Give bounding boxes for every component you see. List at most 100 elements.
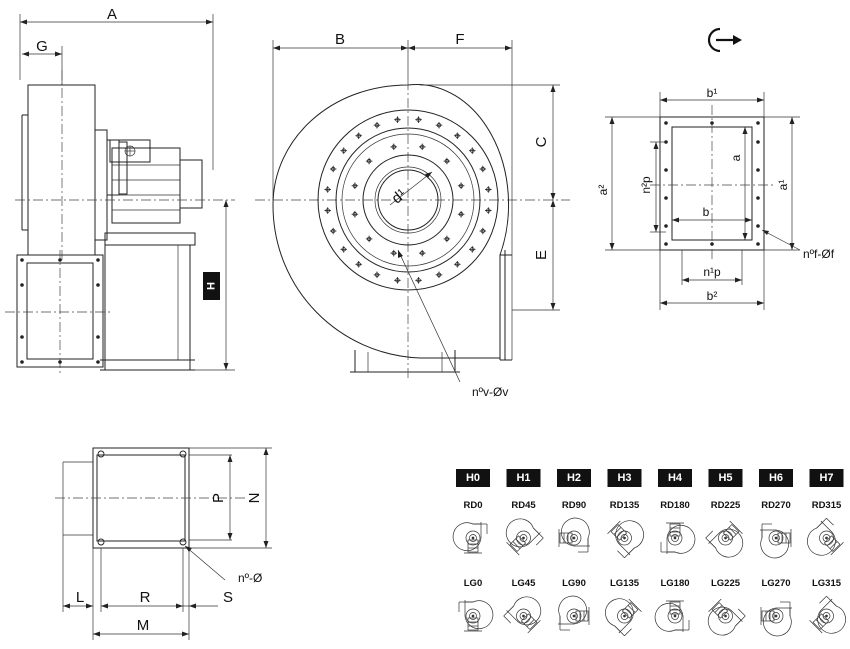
dim-b-inner-label: b <box>703 205 710 219</box>
outlet-hole <box>664 168 668 172</box>
motor-body <box>669 601 681 615</box>
outlet-edge <box>826 517 834 526</box>
motor-body <box>711 602 729 619</box>
hub <box>673 614 677 618</box>
motor-body <box>812 613 830 630</box>
motor-body <box>823 535 841 552</box>
dim-e-label: E <box>533 250 550 260</box>
volute-outline <box>506 596 542 626</box>
outlet-edge <box>503 615 512 624</box>
motor-rib <box>818 616 827 625</box>
rd-label: RD90 <box>562 500 586 511</box>
outlet-edge <box>535 537 544 546</box>
dim-n1p-label: n¹p <box>703 265 721 279</box>
dim-b2-label: b² <box>707 289 718 303</box>
hub <box>774 536 778 540</box>
volute-outline <box>708 528 744 558</box>
motor-rib <box>714 605 723 613</box>
inlet-core <box>570 612 578 620</box>
hub <box>572 536 576 540</box>
volute-outline <box>762 607 792 637</box>
base-line <box>729 520 743 535</box>
inlet-ring <box>516 608 531 624</box>
motor-body <box>761 610 775 622</box>
inlet-core <box>519 612 528 620</box>
fan-position-icon <box>660 522 696 554</box>
dim-f-label: F <box>455 31 464 48</box>
rd-label: RD0 <box>463 500 482 511</box>
volute-outline <box>817 598 846 634</box>
position-badge <box>809 469 844 487</box>
position-code: H5 <box>718 472 732 484</box>
lg-label: LG135 <box>610 578 640 589</box>
flange-hole-callout: nºv-Øv <box>472 385 508 399</box>
motor-body <box>467 617 479 631</box>
volute-outline <box>505 518 541 548</box>
outlet-hole <box>664 224 668 228</box>
base-line <box>506 541 520 556</box>
hub <box>522 614 525 618</box>
dim-n-label: N <box>246 493 263 504</box>
fan-position-icon <box>558 595 590 631</box>
hub <box>522 536 525 540</box>
base-line <box>628 598 642 613</box>
base-line <box>607 520 621 535</box>
hub <box>572 614 576 618</box>
motor-rib <box>526 619 535 627</box>
position-code: H3 <box>617 472 631 484</box>
hub <box>825 536 828 540</box>
outlet-edge <box>705 537 716 549</box>
position-badge <box>658 469 692 487</box>
hub <box>623 536 626 540</box>
outlet-edge <box>624 628 632 637</box>
base-line <box>830 541 844 556</box>
outlet-hole <box>756 140 760 144</box>
motor-rib <box>627 605 636 613</box>
motor-body <box>722 524 740 541</box>
fan-position-icon <box>807 517 844 556</box>
fan-position-icon <box>809 595 846 634</box>
lg-label: LG0 <box>464 578 482 589</box>
dim-r-label: R <box>140 589 151 606</box>
outlet-hole <box>664 121 668 125</box>
inlet-core <box>570 534 578 542</box>
position-badge <box>557 469 591 487</box>
motor-rib <box>826 538 835 547</box>
motor-rib <box>523 616 532 625</box>
outlet-hole <box>756 196 760 200</box>
inlet-core <box>671 534 679 542</box>
outlet-edge <box>624 547 635 559</box>
motor-rib <box>815 619 824 627</box>
inlet-ring <box>516 530 531 546</box>
volute-outline <box>654 602 684 632</box>
inlet-core <box>620 534 629 542</box>
fan-position-icon <box>705 520 744 558</box>
hub <box>724 614 727 618</box>
motor-rib <box>624 607 633 616</box>
inlet-core <box>469 534 477 542</box>
position-code: H2 <box>567 472 581 484</box>
lg-label: LG225 <box>711 578 741 589</box>
outlet-edge <box>617 550 625 559</box>
base-view: P N L R S M nº-Ø <box>55 447 272 640</box>
volute-outline <box>605 598 634 634</box>
volute-outline <box>560 517 590 547</box>
outlet-hole-callout: nºf-Øf <box>803 247 835 261</box>
motor-rib <box>725 529 734 538</box>
base-hole-callout: nº-Ø <box>238 571 262 585</box>
outlet-edge <box>735 615 746 627</box>
inlet-ring <box>819 530 834 546</box>
dim-a1-label: a¹ <box>776 180 790 191</box>
outlet-edge <box>614 625 625 637</box>
motor-body <box>610 524 628 541</box>
position-code: H0 <box>466 472 480 484</box>
inlet-core <box>721 612 730 620</box>
outlet-hole <box>756 224 760 228</box>
inlet-ring <box>667 608 683 624</box>
inlet-core <box>772 612 780 620</box>
motor-rib <box>728 527 737 535</box>
inlet-ring <box>465 530 481 546</box>
outlet-hole <box>756 168 760 172</box>
